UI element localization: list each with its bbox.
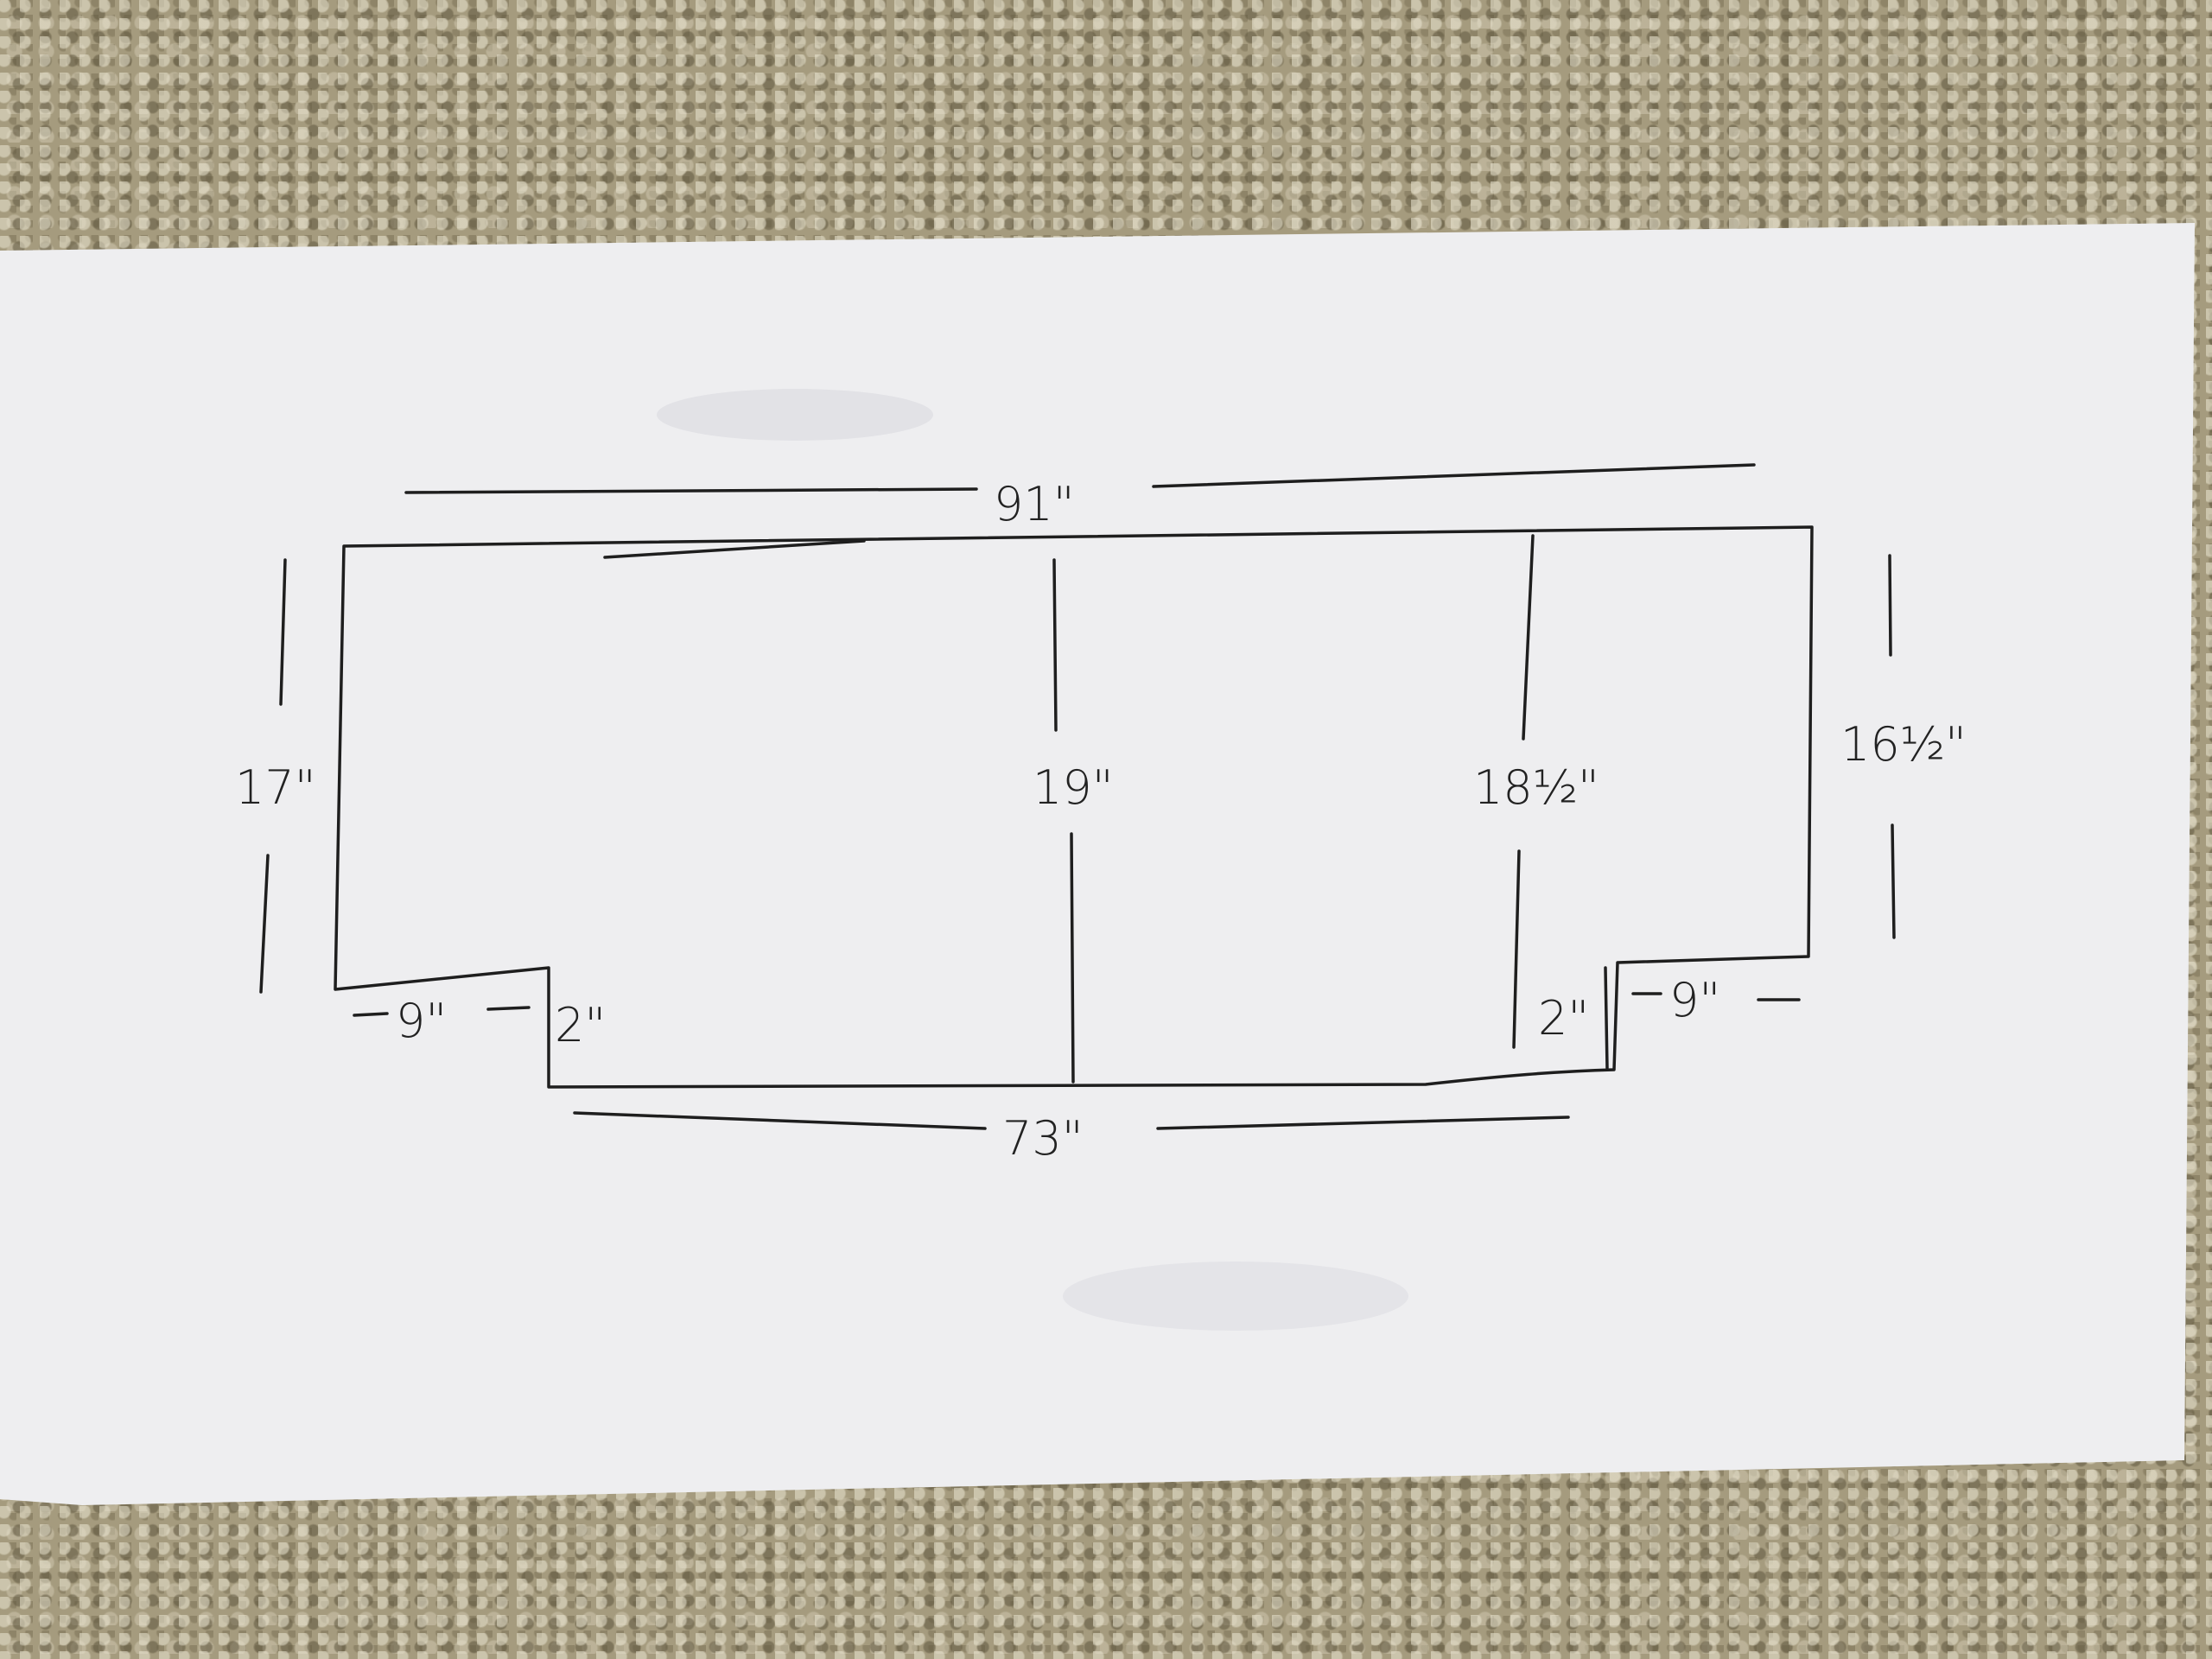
left-height-label: 17" xyxy=(235,760,316,815)
shape-outline xyxy=(334,525,1814,1089)
bottom-dimension-line-left xyxy=(573,1111,987,1130)
right-dimension-line-top xyxy=(1888,554,1892,657)
right-dimension-line-bottom xyxy=(1891,823,1896,939)
right-notch-depth-label: 2" xyxy=(1538,991,1589,1046)
center-line-top xyxy=(1052,558,1058,732)
left-notch-width-label: 9" xyxy=(396,994,447,1048)
left-dimension-line-bottom xyxy=(259,854,270,994)
left-notch-depth-label: 2" xyxy=(555,998,606,1052)
right-height-label: 16½" xyxy=(1840,717,1967,772)
top-dimension-line-right xyxy=(1152,463,1756,488)
right-inner-line-top xyxy=(1522,534,1535,741)
right-notch-tick xyxy=(1604,966,1609,1070)
left-notch-dash-right xyxy=(486,1006,531,1011)
top-width-label: 91" xyxy=(994,477,1075,531)
center-height-label: 19" xyxy=(1033,760,1114,815)
top-edge-overdraw xyxy=(603,539,866,559)
bottom-dimension-line-right xyxy=(1156,1116,1570,1130)
right-inner-line-bottom xyxy=(1512,849,1521,1049)
bottom-width-label: 73" xyxy=(1002,1111,1084,1166)
left-notch-dash-left xyxy=(353,1012,389,1017)
center-line-bottom xyxy=(1070,832,1075,1084)
left-dimension-line-top xyxy=(279,558,287,706)
right-inner-height-label: 18½" xyxy=(1473,760,1599,815)
top-dimension-line-left xyxy=(404,487,978,494)
right-notch-width-label: 9" xyxy=(1669,973,1720,1027)
